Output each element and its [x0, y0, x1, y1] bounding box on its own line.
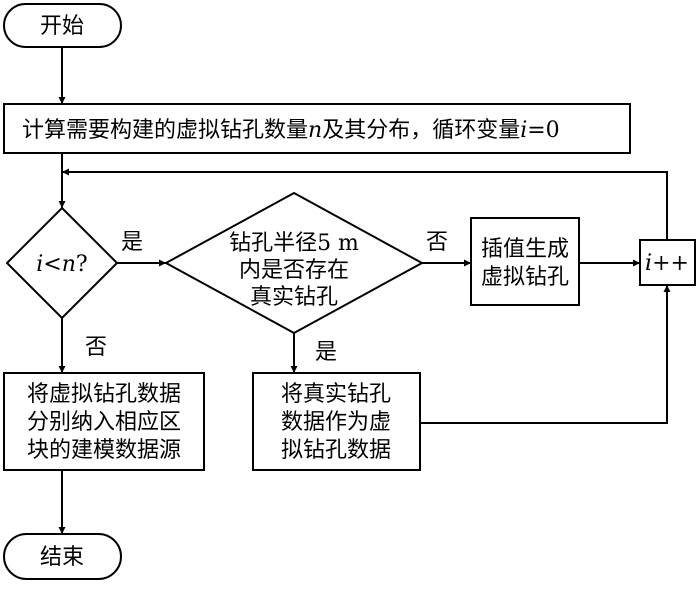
assign-line3: 块的建模数据源 — [27, 438, 181, 463]
end-label: 结束 — [40, 545, 84, 570]
assign-line1: 将虚拟钻孔数据 — [27, 382, 181, 407]
start-node: 开始 — [3, 3, 122, 48]
interpolate-line1: 插值生成 — [481, 237, 569, 262]
label-condition-no: 否 — [85, 335, 107, 360]
use-real-line2: 数据作为虚 — [281, 410, 391, 435]
interpolate-node: 插值生成 虚拟钻孔 — [470, 217, 580, 306]
loop-condition-label: i<n? — [36, 252, 87, 277]
interpolate-line2: 虚拟钻孔 — [481, 265, 569, 290]
edge-increment-loop-back — [62, 168, 668, 240]
radius-check-line3: 真实钻孔 — [250, 285, 338, 310]
end-node: 结束 — [3, 533, 122, 580]
loop-condition-node: i<n? — [5, 206, 119, 320]
compute-node: 计算需要构建的虚拟钻孔数量n及其分布，循环变量i=0 — [3, 103, 631, 154]
label-condition-yes: 是 — [121, 230, 143, 255]
assign-line2: 分别纳入相应区 — [27, 410, 181, 435]
use-real-line1: 将真实钻孔 — [281, 382, 391, 407]
use-real-line3: 拟钻孔数据 — [281, 438, 391, 463]
radius-check-node: 钻孔半径5 m 内是否存在 真实钻孔 — [163, 191, 425, 335]
edge-use-real-to-increment — [420, 285, 671, 424]
start-label: 开始 — [40, 14, 84, 39]
radius-check-line1: 钻孔半径5 m — [229, 231, 359, 256]
radius-check-line2: 内是否存在 — [239, 258, 349, 283]
increment-node: i++ — [639, 239, 696, 286]
compute-label: 计算需要构建的虚拟钻孔数量n及其分布，循环变量i=0 — [22, 118, 560, 143]
assign-node: 将虚拟钻孔数据 分别纳入相应区 块的建模数据源 — [3, 372, 205, 471]
increment-label: i++ — [645, 251, 689, 276]
label-check-no: 否 — [426, 230, 448, 255]
label-check-yes: 是 — [315, 340, 337, 365]
use-real-node: 将真实钻孔 数据作为虚 拟钻孔数据 — [252, 372, 421, 471]
